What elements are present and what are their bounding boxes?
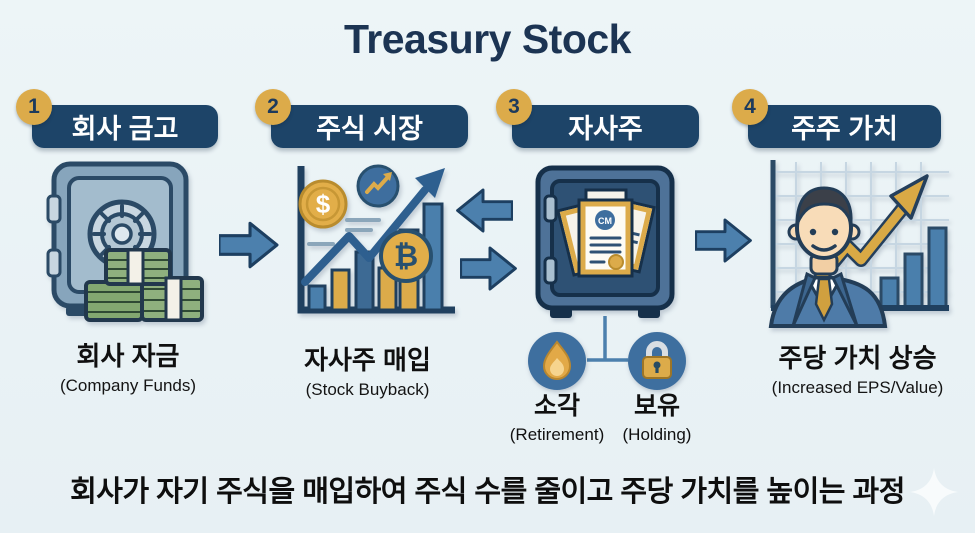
flame-icon	[528, 332, 586, 390]
step-3-header-pill: 3 자사주	[496, 89, 699, 148]
step-4-sublabel: (Increased EPS/Value)	[771, 378, 944, 397]
arrow-step1-to-step2-icon	[219, 221, 279, 269]
branch-retirement-label: 소각	[533, 392, 580, 420]
step-4-caption: 주당 가치 상승 (Increased EPS/Value)	[735, 345, 975, 396]
branch-connector-line	[587, 316, 628, 362]
step-4-number-badge: 4	[732, 89, 768, 125]
page-title: Treasury Stock	[344, 16, 632, 62]
step-2-label: 자사주 매입	[304, 345, 431, 375]
arrow-step3-to-step2-icon	[456, 188, 513, 233]
sparkle-icon	[910, 468, 958, 516]
safe-with-certificates-icon: CM	[535, 165, 675, 318]
branch-holding-label: 보유	[633, 392, 680, 420]
arrow-step2-to-step3-icon	[460, 246, 517, 291]
step-2-header-pill: 2 주식 시장	[255, 89, 468, 148]
step-3-number-badge: 3	[496, 89, 532, 125]
step-1-header-pill: 1 회사 금고	[16, 89, 218, 148]
summary-caption: 회사가 자기 주식을 매입하여 주식 수를 줄이고 주당 가치를 높이는 과정	[70, 476, 905, 508]
step-1-label: 회사 자금	[76, 341, 180, 371]
branch-holding-sublabel: (Holding)	[622, 425, 692, 444]
step-2-number-badge: 2	[255, 89, 291, 125]
step-1-number-badge: 1	[16, 89, 52, 125]
step-2-header-label: 주식 시장	[316, 114, 423, 144]
arrow-step3-to-step4-icon	[695, 218, 752, 263]
step-3-header-label: 자사주	[568, 114, 643, 144]
dollar-coin-symbol: $	[316, 189, 331, 219]
certificate-badge-text: CM	[598, 216, 612, 226]
step-1-sublabel: (Company Funds)	[59, 376, 197, 395]
branch-retirement-sublabel: (Retirement)	[509, 425, 605, 444]
bitcoin-coin-symbol: ₿	[394, 240, 418, 273]
step-1-header-label: 회사 금고	[71, 114, 179, 144]
step-2-sublabel: (Stock Buyback)	[305, 380, 430, 399]
padlock-icon	[628, 332, 686, 390]
stock-chart-buyback-icon: $ ₿	[297, 164, 455, 314]
safe-with-cash-icon	[46, 161, 204, 322]
branch-retirement-caption: 소각 (Retirement)	[492, 392, 622, 444]
branch-holding-caption: 보유 (Holding)	[597, 392, 717, 444]
step-4-header-pill: 4 주주 가치	[732, 89, 941, 148]
step-4-header-label: 주주 가치	[791, 114, 898, 144]
step-4-label: 주당 가치 상승	[778, 343, 937, 373]
step-1-caption: 회사 자금 (Company Funds)	[28, 343, 228, 394]
investor-growth-icon	[768, 160, 949, 328]
step-2-caption: 자사주 매입 (Stock Buyback)	[265, 347, 470, 398]
